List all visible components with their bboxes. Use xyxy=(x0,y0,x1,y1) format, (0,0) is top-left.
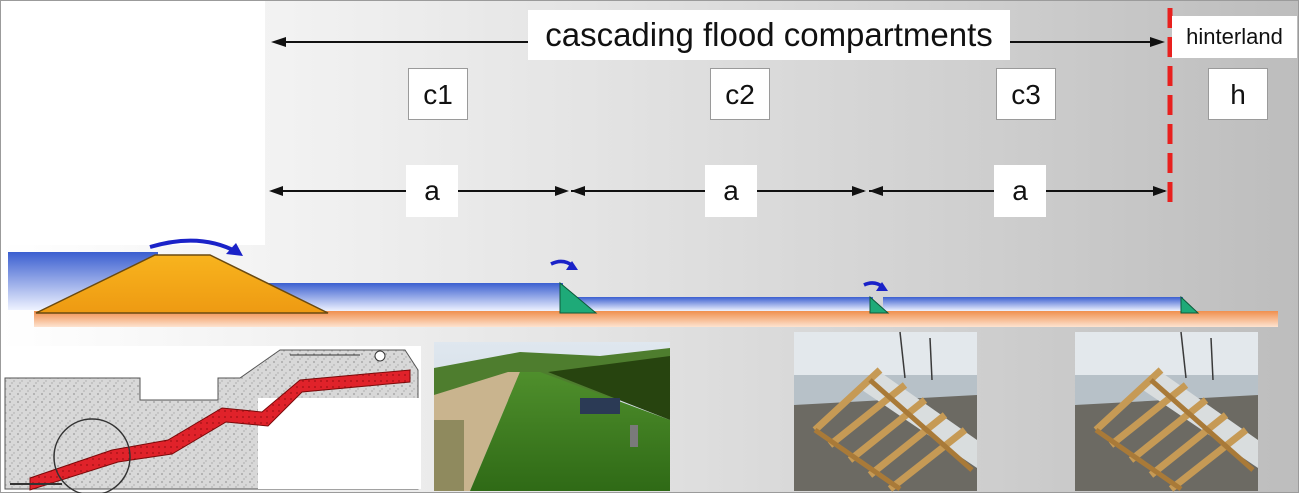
overflow-arrow-main xyxy=(149,238,238,254)
compartment-label-c2: c2 xyxy=(710,68,770,120)
compartment-label-c1: c1 xyxy=(408,68,468,120)
compartment-dike-3 xyxy=(1180,295,1200,314)
overflow-arrowhead-2 xyxy=(876,282,888,291)
overflow-arrowhead-main xyxy=(226,243,243,256)
compartment-dike-2 xyxy=(869,295,890,314)
compartment-label-h: h xyxy=(1208,68,1268,120)
spacing-label-3: a xyxy=(994,165,1046,217)
compartment-c3-water xyxy=(883,297,1183,311)
span-arrowhead-left xyxy=(271,37,286,47)
diagram-title: cascading flood compartments xyxy=(528,10,1010,60)
dike-crest-path-photo xyxy=(434,342,670,491)
ground-strip xyxy=(34,311,1278,327)
river-side-area xyxy=(0,0,265,245)
dike-cross-section-drawing xyxy=(4,346,421,493)
mobile-flood-barrier-photo-2 xyxy=(1075,331,1258,492)
compartment-c2-water xyxy=(575,297,873,311)
compartment-label-c3: c3 xyxy=(996,68,1056,120)
hinterland-label: hinterland xyxy=(1172,16,1297,58)
mobile-flood-barrier-photo xyxy=(794,331,977,492)
spacing-label-2: a xyxy=(705,165,757,217)
spacing-label-1: a xyxy=(406,165,458,217)
span-arrowhead-right xyxy=(1150,37,1165,47)
overflow-arrowhead-1 xyxy=(566,261,578,270)
compartment-dike-1 xyxy=(559,281,598,314)
main-dike xyxy=(35,254,329,314)
